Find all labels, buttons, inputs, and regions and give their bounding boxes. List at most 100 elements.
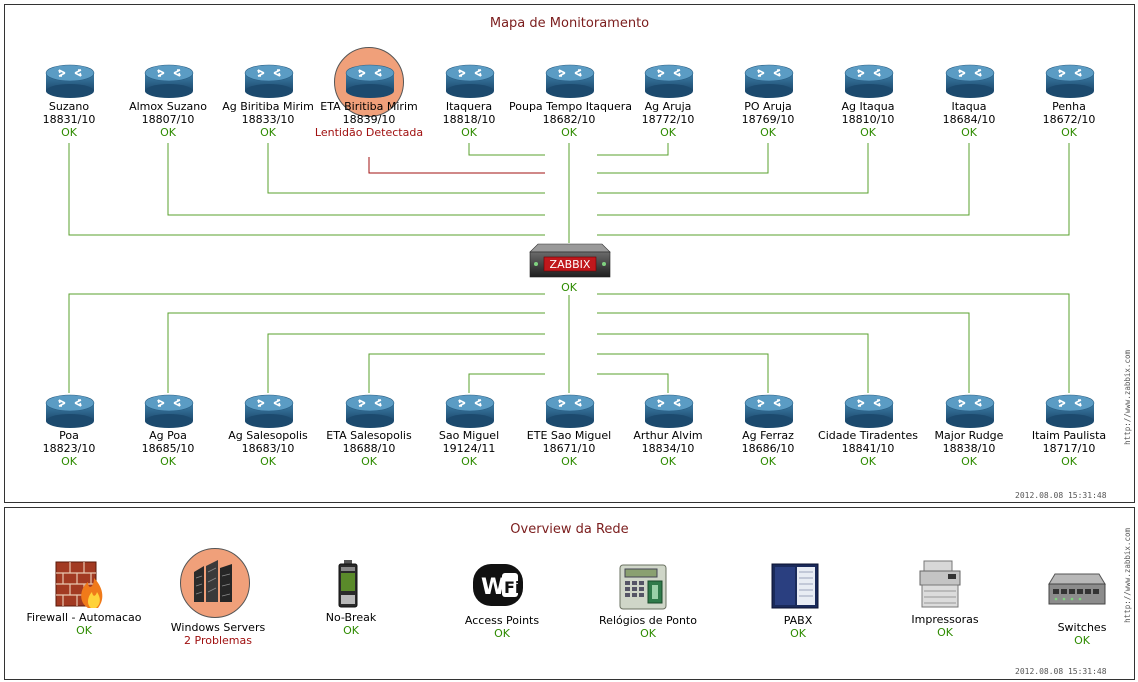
router-icon[interactable] xyxy=(345,393,395,433)
network-link xyxy=(597,143,669,156)
firewall-icon[interactable] xyxy=(54,558,106,614)
item-status: OK xyxy=(343,624,359,637)
network-link xyxy=(597,373,669,393)
node-code: 18807/10 xyxy=(141,113,195,126)
network-link xyxy=(267,333,545,393)
node-status: OK xyxy=(961,455,977,468)
network-link xyxy=(597,143,970,216)
node-name: Itaqua xyxy=(951,100,987,113)
battery-icon[interactable] xyxy=(337,559,359,613)
switch-icon[interactable] xyxy=(1047,570,1107,614)
node-status: OK xyxy=(260,126,276,139)
server-status-text: OK xyxy=(561,281,577,294)
router-icon[interactable] xyxy=(1045,63,1095,103)
node-code: 18717/10 xyxy=(1042,442,1096,455)
node-status: OK xyxy=(660,455,676,468)
node-name: Penha xyxy=(1052,100,1086,113)
router-icon[interactable] xyxy=(445,63,495,103)
node-name: Suzano xyxy=(48,100,90,113)
router-icon[interactable] xyxy=(844,393,894,433)
network-link xyxy=(468,373,545,393)
server-status: OK xyxy=(509,281,629,294)
node-code: 18688/10 xyxy=(342,442,396,455)
router-icon[interactable] xyxy=(244,63,294,103)
router-icon[interactable] xyxy=(945,393,995,433)
overview-item-pabx[interactable]: PABX OK xyxy=(738,614,858,640)
node-status: Lentidão Detectada xyxy=(314,126,424,139)
zabbix-watermark: http://www.zabbix.com xyxy=(1123,528,1132,623)
node-status: OK xyxy=(1061,126,1077,139)
router-icon[interactable] xyxy=(345,63,395,103)
node-code: 18684/10 xyxy=(942,113,996,126)
node-status: OK xyxy=(1061,455,1077,468)
router-icon[interactable] xyxy=(644,63,694,103)
router-icon[interactable] xyxy=(545,63,595,103)
node-status: OK xyxy=(860,455,876,468)
overview-item-no-break[interactable]: No-Break OK xyxy=(291,611,411,637)
overview-item-impressoras[interactable]: Impressoras OK xyxy=(885,613,1005,639)
overview-item-relogios[interactable]: Relógios de Ponto OK xyxy=(588,614,708,640)
node-name: Poupa Tempo Itaquera xyxy=(509,100,632,113)
overview-item-access-points[interactable]: Access Points OK xyxy=(442,614,562,640)
time-clock-icon[interactable] xyxy=(618,563,668,615)
wifi-icon[interactable]: W Fi xyxy=(473,564,523,610)
router-icon[interactable] xyxy=(445,393,495,433)
servers-icon[interactable] xyxy=(190,558,238,610)
node-code: 18682/10 xyxy=(542,113,596,126)
router-icon[interactable] xyxy=(144,63,194,103)
router-icon[interactable] xyxy=(945,63,995,103)
overview-item-firewall[interactable]: Firewall - Automacao OK xyxy=(24,611,144,637)
router-icon[interactable] xyxy=(744,63,794,103)
item-label: Access Points xyxy=(464,614,540,627)
overview-item-windows-servers[interactable]: Windows Servers 2 Problemas xyxy=(158,621,278,647)
router-icon[interactable] xyxy=(45,393,95,433)
pabx-icon[interactable] xyxy=(770,562,820,614)
router-icon[interactable] xyxy=(1045,393,1095,433)
zabbix-server-icon[interactable]: ZABBIX xyxy=(528,242,612,280)
overview-item-switches[interactable]: Switches OK xyxy=(1022,621,1138,647)
router-icon[interactable] xyxy=(644,393,694,433)
node-name: Arthur Alvim xyxy=(633,429,703,442)
node-code: 18686/10 xyxy=(741,442,795,455)
node-status: OK xyxy=(361,455,377,468)
node-name: Ag Biritiba Mirim xyxy=(222,100,314,113)
router-icon[interactable] xyxy=(744,393,794,433)
router-icon[interactable] xyxy=(45,63,95,103)
node-status: OK xyxy=(760,455,776,468)
node-status: OK xyxy=(260,455,276,468)
item-label: Windows Servers xyxy=(170,621,266,634)
router-icon[interactable] xyxy=(545,393,595,433)
node-name: Itaim Paulista xyxy=(1031,429,1107,442)
router-icon[interactable] xyxy=(244,393,294,433)
item-status: OK xyxy=(1074,634,1090,647)
node-name: Major Rudge xyxy=(934,429,1004,442)
printer-icon[interactable] xyxy=(916,559,968,613)
network-link xyxy=(167,143,545,216)
node-code: 18823/10 xyxy=(42,442,96,455)
svg-text:Fi: Fi xyxy=(504,578,520,597)
router-icon[interactable] xyxy=(844,63,894,103)
router-icon[interactable] xyxy=(144,393,194,433)
